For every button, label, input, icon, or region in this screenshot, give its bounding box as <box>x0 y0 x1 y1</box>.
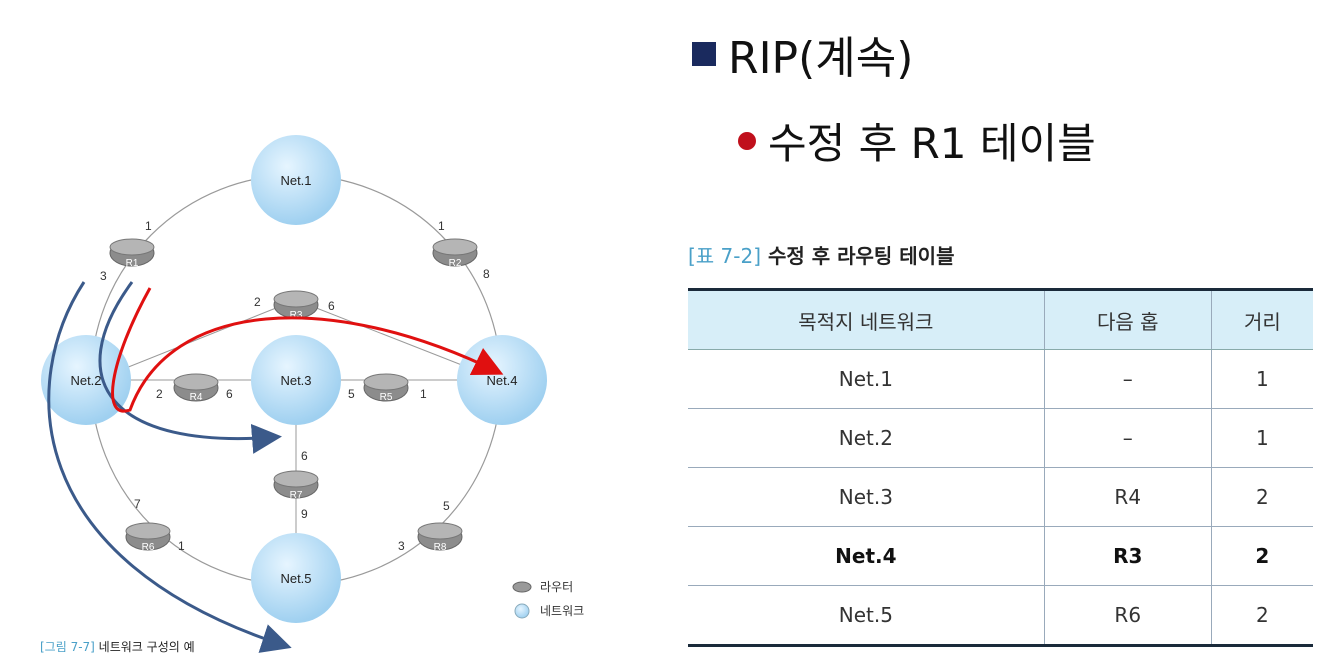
table-cell: 1 <box>1210 349 1313 409</box>
router-r3: R3 <box>273 290 319 321</box>
table-cell: 2 <box>1210 585 1313 647</box>
column-header: 목적지 네트워크 <box>688 288 1045 350</box>
path-arrow-net5 <box>47 281 292 653</box>
table-row: Net.1 – 1 <box>688 349 1313 409</box>
svg-text:라우터: 라우터 <box>540 580 573 594</box>
port-label: 1 <box>145 219 152 233</box>
svg-text:R4: R4 <box>190 392 203 403</box>
figure-caption: [그림 7-7] 네트워크 구성의 예 <box>40 640 195 654</box>
network-legend-icon <box>514 603 530 619</box>
table-cell: Net.4 <box>688 526 1045 586</box>
network-net1: Net.1 <box>251 135 341 225</box>
table-cell: Net.3 <box>688 467 1045 527</box>
svg-text:Net.3: Net.3 <box>280 373 311 388</box>
routing-table: 목적지 네트워크 다음 홉 거리 Net.1 – 1 Net.2 – 1 Net… <box>688 288 1313 647</box>
router-r4: R4 <box>173 373 219 403</box>
svg-text:R2: R2 <box>449 258 462 269</box>
network-net2: Net.2 <box>41 335 131 425</box>
column-header: 거리 <box>1210 288 1313 350</box>
svg-text:R1: R1 <box>126 258 139 269</box>
table-caption-text: 수정 후 라우팅 테이블 <box>761 244 955 268</box>
table-cell: R4 <box>1043 467 1212 527</box>
port-label: 5 <box>348 387 355 401</box>
port-label: 3 <box>100 269 107 283</box>
table-row-highlighted: Net.4 R3 2 <box>688 526 1313 586</box>
svg-text:Net.4: Net.4 <box>486 373 517 388</box>
table-caption: [표 7-2] 수정 후 라우팅 테이블 <box>688 240 954 269</box>
table-row: Net.5 R6 2 <box>688 585 1313 647</box>
svg-text:Net.5: Net.5 <box>280 571 311 586</box>
svg-text:R7: R7 <box>290 490 303 501</box>
table-cell: Net.2 <box>688 408 1045 468</box>
port-label: 7 <box>134 497 141 511</box>
router-legend-icon <box>512 581 532 593</box>
table-cell: 2 <box>1210 467 1313 527</box>
port-label: 3 <box>398 539 405 553</box>
slide-title-text: RIP(계속) <box>728 33 914 84</box>
router-r6: R6 <box>125 522 171 553</box>
port-label: 1 <box>178 539 185 553</box>
svg-text:네트워크: 네트워크 <box>540 604 584 618</box>
slide-subtitle: 수정 후 R1 테이블 <box>738 110 1096 171</box>
square-bullet-icon <box>692 42 716 66</box>
network-net4: Net.4 <box>457 335 547 425</box>
slide-subtitle-text: 수정 후 R1 테이블 <box>768 119 1096 168</box>
router-r7: R7 <box>273 470 319 501</box>
table-cell: R3 <box>1043 526 1212 586</box>
network-net3: Net.3 <box>251 335 341 425</box>
svg-text:Net.1: Net.1 <box>280 173 311 188</box>
port-label: 6 <box>301 449 308 463</box>
table-caption-number: [표 7-2] <box>688 244 762 268</box>
network-net5: Net.5 <box>251 533 341 623</box>
table-cell: R6 <box>1043 585 1212 647</box>
port-label: 9 <box>301 507 308 521</box>
svg-text:R8: R8 <box>434 542 447 553</box>
round-bullet-icon <box>738 131 756 150</box>
router-r1: R1 <box>109 238 155 269</box>
legend: 라우터 네트워크 <box>512 580 584 619</box>
table-header-row: 목적지 네트워크 다음 홉 거리 <box>688 288 1313 350</box>
port-label: 6 <box>226 387 233 401</box>
table-row: Net.3 R4 2 <box>688 467 1313 527</box>
port-label: 8 <box>483 267 490 281</box>
port-label: 2 <box>254 295 261 309</box>
port-label: 5 <box>443 499 450 513</box>
port-label: 2 <box>156 387 163 401</box>
svg-text:R6: R6 <box>142 542 155 553</box>
table-cell: 2 <box>1210 526 1313 586</box>
router-r2: R2 <box>432 238 478 269</box>
table-cell: – <box>1043 349 1212 409</box>
table-row: Net.2 – 1 <box>688 408 1313 468</box>
port-label: 1 <box>438 219 445 233</box>
svg-text:R5: R5 <box>380 392 393 403</box>
slide-title: RIP(계속) <box>692 22 913 86</box>
link-r3-net2 <box>95 299 297 381</box>
port-label: 1 <box>420 387 427 401</box>
table-cell: 1 <box>1210 408 1313 468</box>
network-diagram: Net.1 Net.2 Net.3 Net.4 Net.5 R1 R2 R3 R… <box>40 135 584 654</box>
path-arrow-net4 <box>111 287 504 413</box>
table-cell: Net.5 <box>688 585 1045 647</box>
table-cell: – <box>1043 408 1212 468</box>
column-header: 다음 홉 <box>1043 288 1212 350</box>
svg-text:Net.2: Net.2 <box>70 373 101 388</box>
svg-text:R3: R3 <box>290 310 303 321</box>
table-cell: Net.1 <box>688 349 1045 409</box>
port-label: 6 <box>328 299 335 313</box>
router-r8: R8 <box>417 522 463 553</box>
router-r5: R5 <box>363 373 409 403</box>
